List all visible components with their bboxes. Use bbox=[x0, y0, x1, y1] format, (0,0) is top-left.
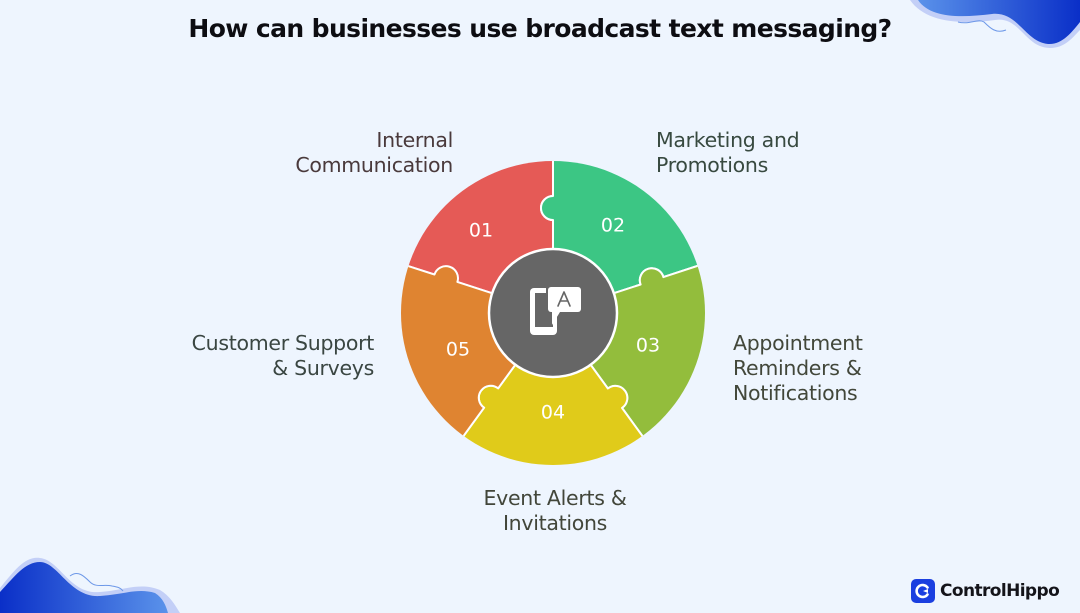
chat-translate-icon bbox=[530, 285, 583, 335]
label-line: Invitations bbox=[502, 511, 608, 535]
label-marketing-promotions: Marketing and Promotions bbox=[656, 128, 800, 178]
piece-number-03: 03 bbox=[636, 335, 660, 357]
piece-number-04: 04 bbox=[541, 402, 565, 424]
label-customer-support: Customer Support & Surveys bbox=[191, 331, 375, 381]
brand-logo: ControlHippo bbox=[911, 579, 1060, 603]
label-line: & Surveys bbox=[272, 356, 374, 380]
piece-number-05: 05 bbox=[446, 339, 470, 361]
label-line: Promotions bbox=[656, 153, 768, 177]
decorative-wave-bottom bbox=[0, 557, 180, 613]
label-line: Internal bbox=[376, 128, 453, 152]
label-event-alerts: Event Alerts & Invitations bbox=[0, 486, 1080, 536]
label-line: Customer Support bbox=[191, 331, 375, 355]
label-internal-communication: Internal Communication bbox=[295, 128, 453, 178]
page-title: How can businesses use broadcast text me… bbox=[188, 14, 892, 43]
controlhippo-logo-icon bbox=[911, 579, 935, 603]
label-line: Communication bbox=[295, 153, 453, 177]
decorative-wave-top bbox=[910, 0, 1080, 48]
piece-number-01: 01 bbox=[469, 220, 493, 242]
label-line: Event Alerts & bbox=[483, 486, 627, 510]
label-line: Reminders & bbox=[733, 356, 862, 380]
brand-name: ControlHippo bbox=[940, 581, 1060, 601]
label-appointment-reminders: Appointment Reminders & Notifications bbox=[733, 331, 863, 406]
label-line: Marketing and bbox=[656, 128, 800, 152]
piece-number-02: 02 bbox=[601, 215, 625, 237]
label-line: Notifications bbox=[733, 381, 858, 405]
label-line: Appointment bbox=[733, 331, 863, 355]
